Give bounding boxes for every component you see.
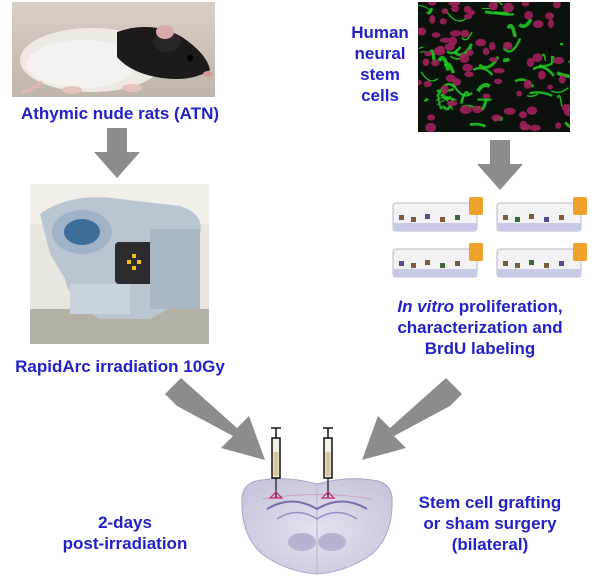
syringe-icon: [320, 427, 336, 499]
rat-photo: [12, 2, 215, 97]
hnsc-line-2: neural: [354, 44, 406, 63]
invitro-line-2: characterization and: [397, 318, 563, 337]
invitro-label: In vitro proliferation, characterization…: [360, 296, 600, 359]
arrow-down-icon: [94, 128, 140, 178]
culture-flask-icon: [496, 243, 587, 278]
fluorescent-cells-photo: [418, 2, 570, 132]
rats-label: Athymic nude rats (ATN): [20, 104, 220, 123]
graft-line-1: Stem cell grafting: [418, 493, 562, 512]
days-line-2: post-irradiation: [62, 534, 188, 553]
irradiation-label: RapidArc irradiation 10Gy: [15, 357, 225, 376]
days-line-1: 2-days: [98, 513, 152, 532]
graft-line-3: (bilateral): [451, 535, 529, 554]
coronal-brain-section: [232, 424, 402, 581]
invitro-italic: In vitro: [397, 297, 455, 316]
arrow-down-icon: [477, 140, 523, 190]
linear-accelerator-photo: [30, 184, 209, 344]
hnsc-line-4: cells: [361, 86, 399, 105]
hnsc-line-3: stem: [360, 65, 400, 84]
invitro-line-3: BrdU labeling: [424, 339, 536, 358]
syringe-icon: [268, 427, 284, 499]
invitro-line-1: proliferation,: [454, 297, 563, 316]
culture-flasks: [385, 193, 595, 285]
culture-flask-icon: [496, 197, 587, 232]
days-label: 2-days post-irradiation: [40, 512, 210, 554]
hnsc-line-1: Human: [351, 23, 409, 42]
grafting-label: Stem cell grafting or sham surgery (bila…: [400, 492, 580, 555]
culture-flask-icon: [392, 197, 483, 232]
culture-flask-icon: [392, 243, 483, 278]
graft-line-2: or sham surgery: [423, 514, 557, 533]
hnsc-label: Human neural stem cells: [330, 22, 430, 106]
arrow-diagonal-right-icon: [165, 378, 265, 460]
arrow-diagonal-left-icon: [362, 378, 462, 460]
